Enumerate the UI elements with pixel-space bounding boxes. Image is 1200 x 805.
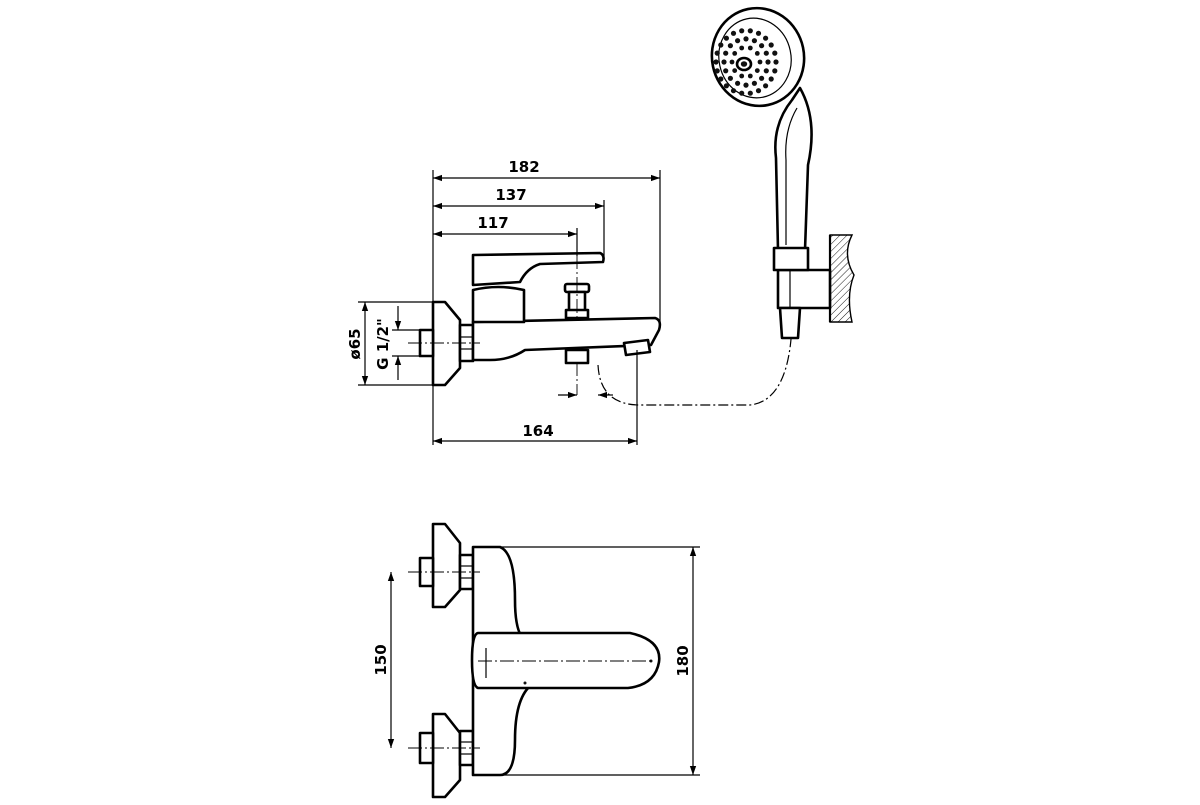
- nozzle-hole: [763, 50, 769, 56]
- mixer-body: [471, 316, 662, 362]
- nozzle-hole: [747, 45, 753, 51]
- nozzle-hole: [747, 90, 753, 96]
- hose-end: [778, 306, 802, 340]
- nozzle-hole: [754, 68, 760, 73]
- cartridge: [471, 285, 526, 324]
- top-view: [408, 522, 661, 799]
- dim-117: 117: [477, 214, 508, 232]
- nozzle-hole: [718, 76, 724, 82]
- dim-180: 180: [674, 645, 692, 676]
- lever-top: [470, 631, 661, 690]
- dim-diameter-65: ø65: [346, 328, 364, 359]
- nozzle-hole: [723, 83, 730, 89]
- dim-150: 150: [372, 644, 390, 675]
- nozzle-hole: [713, 59, 719, 65]
- nozzle-hole: [763, 83, 769, 89]
- flange-bottom: [431, 712, 462, 799]
- side-view: [408, 251, 662, 395]
- nozzle-hole: [743, 36, 749, 42]
- nozzle-hole: [723, 50, 729, 56]
- nozzle-hole: [768, 76, 774, 82]
- nozzle-hole: [768, 42, 774, 48]
- nozzle-hole: [755, 30, 762, 36]
- nozzle-hole: [721, 59, 727, 65]
- nozzle-hole: [739, 28, 745, 34]
- dim-164: 164: [522, 422, 553, 440]
- spout-outlet: [564, 348, 590, 365]
- shower-nozzles: [713, 28, 779, 96]
- nozzle-hole: [754, 51, 760, 56]
- nozzle-hole: [727, 43, 734, 49]
- nozzle-hole: [718, 42, 724, 48]
- nozzle-hole: [729, 59, 735, 65]
- nozzle-hole: [747, 73, 753, 79]
- nozzle-hole: [739, 45, 745, 51]
- nozzle-hole: [759, 75, 765, 81]
- shower-handle: [774, 86, 813, 252]
- flange-top: [431, 522, 462, 609]
- dim-137: 137: [495, 186, 526, 204]
- nozzle-hole: [773, 59, 779, 65]
- nozzle-hole: [763, 35, 769, 41]
- nozzle-hole: [735, 80, 741, 86]
- lever-handle: [471, 251, 605, 287]
- nozzle-hole: [743, 82, 749, 88]
- dim-thread: G 1/2": [374, 318, 392, 370]
- nozzle-hole: [755, 88, 762, 94]
- wall-bracket-icon: [776, 268, 832, 310]
- nozzle-hole: [732, 68, 738, 73]
- dim-182: 182: [508, 158, 539, 176]
- nozzle-hole: [735, 38, 741, 44]
- shower-hose: [597, 299, 793, 406]
- hand-shower: [710, 6, 855, 340]
- nozzle-hole: [757, 59, 763, 65]
- nozzle-hole: [759, 43, 765, 49]
- dimensions: 182 137 117 164 ø65 G 1/2" 150 180: [346, 158, 700, 776]
- nozzle-hole: [751, 80, 758, 86]
- nozzle-hole: [730, 88, 737, 94]
- nozzle-hole: [747, 28, 753, 34]
- nozzle-hole: [763, 68, 769, 74]
- nozzle-hole: [723, 68, 729, 74]
- nozzle-hole: [739, 90, 745, 96]
- nozzle-hole: [730, 30, 737, 36]
- nozzle-hole: [732, 51, 738, 56]
- shower-connector: [622, 338, 652, 357]
- wall-flange: [431, 300, 462, 387]
- nozzle-hole: [723, 35, 730, 41]
- wall-section: [829, 234, 855, 323]
- nozzle-hole: [714, 68, 720, 74]
- nozzle-hole: [765, 59, 771, 65]
- nozzle-hole: [727, 75, 734, 81]
- nozzle-hole: [739, 73, 745, 79]
- nozzle-hole: [751, 38, 758, 44]
- handle-ring: [772, 246, 810, 272]
- nozzle-hole: [772, 68, 778, 74]
- nozzle-hole: [714, 50, 720, 56]
- nozzle-hole: [772, 50, 778, 56]
